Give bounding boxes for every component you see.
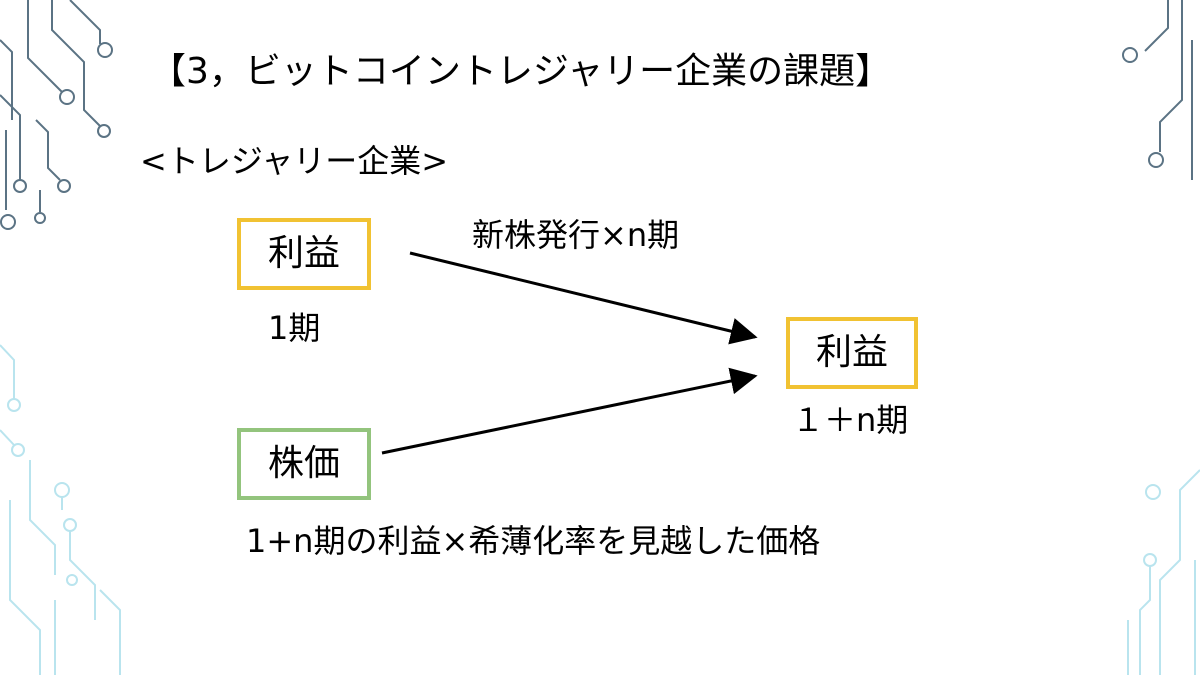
- arrow-price-to-profit: [381, 367, 758, 455]
- slide-title: 【3，ビットコイントレジャリー企業の課題】: [150, 51, 892, 92]
- arrow-profit-to-profit: [409, 251, 758, 345]
- profit-period-1n-box: 利益: [786, 317, 918, 389]
- profit-period-1-box: 利益: [237, 218, 371, 290]
- stock-price-box: 株価: [237, 428, 371, 500]
- circuit-right-bottom-icon: [1127, 469, 1200, 675]
- period-1n-label: １＋n期: [792, 401, 909, 439]
- period-1-label: 1期: [268, 309, 321, 347]
- circuit-right-top-icon: [1122, 0, 1193, 180]
- price-basis-caption: 1+n期の利益×希薄化率を見越した価格: [246, 522, 821, 560]
- circuit-left-bottom-icon: [0, 344, 121, 675]
- circuit-left-top-icon: [0, 0, 113, 230]
- slide-subtitle: <トレジャリー企業>: [140, 142, 449, 180]
- share-issuance-label: 新株発行×n期: [472, 216, 680, 254]
